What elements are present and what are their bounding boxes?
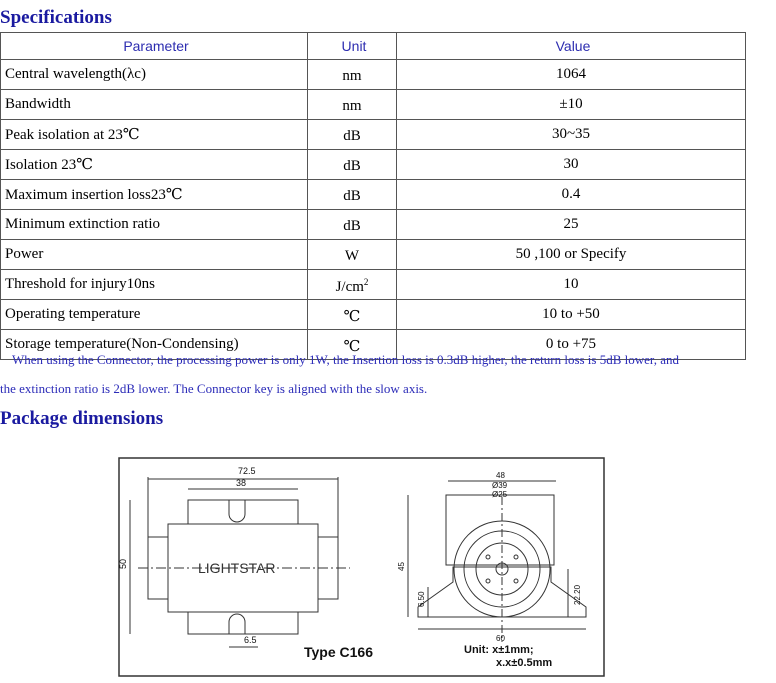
specifications-table: Parameter Unit Value Central wavelength(… (0, 32, 746, 360)
value-cell: 50 ,100 or Specify (396, 239, 746, 270)
unit-cell: ℃ (307, 299, 397, 330)
connector-note-line-2: the extinction ratio is 2dB lower. The C… (0, 381, 428, 396)
unit-cell: W (307, 239, 397, 270)
unit-text: W (344, 247, 360, 264)
unit-cell: dB (307, 179, 397, 210)
label-72-5: 72.5 (238, 466, 256, 476)
value-cell: 30 (396, 149, 746, 180)
unit-cell: dB (307, 149, 397, 180)
table-row: Storage temperature(Non-Condensing) ℃ 0 to… (0, 329, 746, 360)
end-view-top-block (445, 494, 555, 566)
parameter-cell: Minimum extinction ratio (0, 209, 308, 240)
value-cell: 0 to +75 (396, 329, 746, 360)
unit-text: ℃ (343, 308, 361, 325)
package-dimensions-heading: Package dimensions (0, 408, 164, 429)
unit-cell: dB (307, 209, 397, 240)
parameter-cell: Isolation 23℃ (0, 149, 308, 180)
value-cell: 0.4 (396, 179, 746, 210)
connector-note-line-1: When using the Connector, the processing… (12, 352, 679, 367)
unit-cell: ℃ (307, 329, 397, 360)
parameter-cell: Storage temperature(Non-Condensing) (0, 329, 308, 360)
unit-text: dB (343, 217, 361, 234)
label-60: 60 (496, 634, 505, 643)
table-row: Power W 50 ,100 or Specify (0, 239, 746, 270)
value-cell: 1064 (396, 59, 746, 90)
unit-cell: J/cm2 (307, 269, 397, 300)
unit-cell: dB (307, 119, 397, 150)
unit-superscript: 2 (363, 276, 369, 287)
bottom-slot (228, 613, 246, 634)
type-label: Type C166 (304, 644, 373, 660)
parameter-cell: Central wavelength(λc) (0, 59, 308, 90)
parameter-cell: Bandwidth (0, 89, 308, 120)
parameter-cell: Peak isolation at 23℃ (0, 119, 308, 150)
parameter-cell: Operating temperature (0, 299, 308, 330)
table-row: Central wavelength(λc) nm 1064 (0, 59, 746, 90)
top-mount (187, 499, 299, 525)
parameter-cell: Maximum insertion loss23℃ (0, 179, 308, 210)
label-6-5: 6.5 (244, 635, 257, 645)
label-39: Ø39 (492, 481, 508, 490)
unit-text: dB (343, 157, 361, 174)
unit-line-1: Unit: x±1mm; (464, 644, 534, 656)
unit-text: dB (343, 127, 361, 144)
value-cell: 10 (396, 269, 746, 300)
top-slot (228, 500, 246, 523)
parameter-cell: Power (0, 239, 308, 270)
label-6-50: 6.50 (417, 591, 426, 607)
label-38: 38 (236, 478, 246, 488)
label-48: 48 (496, 471, 505, 480)
value-cell: 30~35 (396, 119, 746, 150)
label-45: 45 (397, 562, 406, 571)
header-value: Value (396, 32, 746, 60)
header-unit: Unit (307, 32, 397, 60)
brand-label: LIGHTSTAR (198, 560, 276, 576)
table-row: Maximum insertion loss23℃ dB 0.4 (0, 179, 746, 210)
table-row: Peak isolation at 23℃ dB 30~35 (0, 119, 746, 150)
unit-text: dB (343, 187, 361, 204)
unit-cell: nm (307, 89, 397, 120)
unit-text: J/cm (335, 278, 364, 295)
bottom-mount (187, 611, 299, 635)
table-row: Isolation 23℃ dB 30 (0, 149, 746, 180)
package-dimension-drawing: 72.5 38 50 6.5 LIGHTSTAR Type C166 48 Ø3… (118, 457, 605, 677)
end-view-base (417, 566, 587, 618)
table-row: Operating temperature ℃ 10 to +50 (0, 299, 746, 330)
table-row: Bandwidth nm ±10 (0, 89, 746, 120)
value-cell: ±10 (396, 89, 746, 120)
unit-text: nm (342, 67, 362, 84)
specifications-heading: Specifications (0, 7, 112, 28)
table-header-row: Parameter Unit Value (0, 32, 746, 60)
value-cell: 10 to +50 (396, 299, 746, 330)
unit-line-2: x.x±0.5mm (496, 657, 552, 669)
table-row: Minimum extinction ratio dB 25 (0, 209, 746, 240)
label-22-20: 22.20 (573, 584, 582, 605)
value-cell: 25 (396, 209, 746, 240)
unit-text: ℃ (343, 338, 361, 355)
unit-text: nm (342, 97, 362, 114)
header-parameter: Parameter (0, 32, 308, 60)
label-50: 50 (118, 559, 128, 569)
parameter-cell: Threshold for injury10ns (0, 269, 308, 300)
unit-cell: nm (307, 59, 397, 90)
label-25: Ø25 (492, 490, 508, 499)
